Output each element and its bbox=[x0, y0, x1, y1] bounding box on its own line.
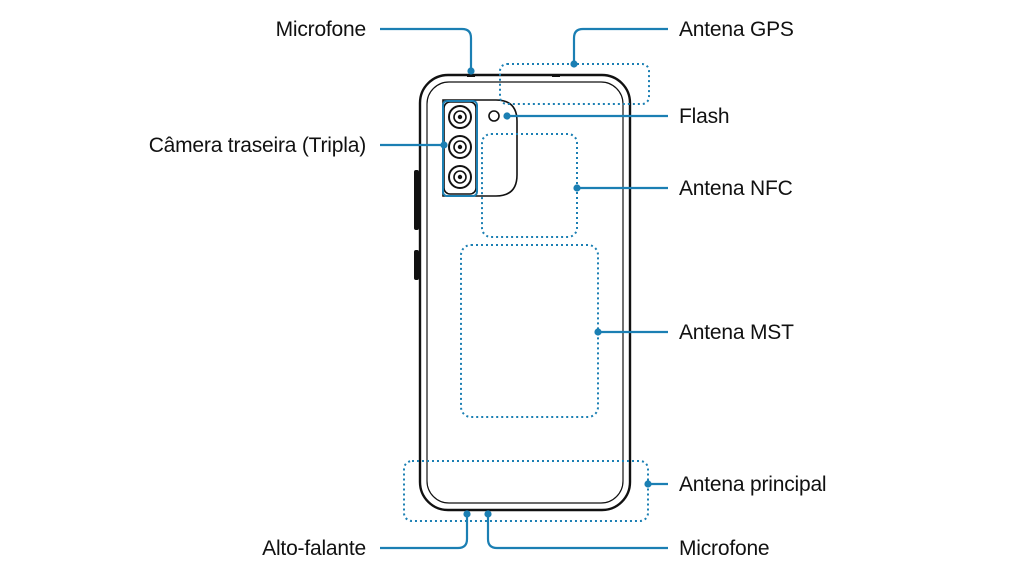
leader-gps bbox=[572, 27, 668, 64]
camera-module-housing bbox=[442, 99, 518, 197]
leader-mic-bottom bbox=[486, 515, 668, 550]
label-flash: Flash bbox=[679, 105, 730, 128]
leader-lines bbox=[380, 27, 668, 550]
power-button bbox=[414, 250, 419, 280]
antenna-regions bbox=[403, 63, 650, 522]
dot-mst bbox=[594, 328, 602, 336]
leader-speaker bbox=[380, 515, 469, 550]
camera-lens-2-ring bbox=[448, 135, 472, 159]
dot-flash bbox=[503, 112, 511, 120]
camera-lens-1-core bbox=[457, 114, 463, 120]
leader-mic-top bbox=[380, 27, 473, 70]
volume-button bbox=[414, 170, 419, 230]
leader-dots bbox=[440, 60, 652, 518]
camera-lens-2-core bbox=[457, 144, 463, 150]
label-main-antenna: Antena principal bbox=[679, 473, 827, 496]
label-gps-antenna: Antena GPS bbox=[679, 18, 794, 41]
label-rear-camera: Câmera traseira (Tripla) bbox=[148, 134, 367, 157]
dot-main-antenna bbox=[644, 480, 652, 488]
label-speaker: Alto-falante bbox=[262, 537, 366, 560]
label-mst-antenna: Antena MST bbox=[679, 321, 794, 344]
label-microphone-bottom: Microfone bbox=[679, 537, 770, 560]
dot-gps bbox=[570, 60, 578, 68]
camera-lens-1-ring bbox=[448, 105, 472, 129]
phone-inner-outline bbox=[426, 81, 624, 504]
label-microphone-top: Microfone bbox=[275, 18, 367, 41]
nfc-antenna-region bbox=[481, 133, 578, 238]
dot-mic-bottom bbox=[484, 510, 492, 518]
dot-camera bbox=[440, 141, 448, 149]
camera-lens-3-inner bbox=[453, 170, 467, 184]
camera-lens-1-inner bbox=[453, 110, 467, 124]
dot-nfc bbox=[573, 184, 581, 192]
label-nfc-antenna: Antena NFC bbox=[679, 177, 793, 200]
main-antenna-region bbox=[403, 460, 649, 522]
phone-outer-outline bbox=[418, 73, 632, 512]
gps-antenna-region bbox=[499, 63, 650, 105]
flash-lamp bbox=[488, 110, 500, 122]
camera-lens-2-inner bbox=[453, 140, 467, 154]
dot-mic-top bbox=[467, 67, 475, 75]
camera-lens-3-ring bbox=[448, 165, 472, 189]
camera-lens-3-core bbox=[457, 174, 463, 180]
mst-antenna-region bbox=[460, 244, 599, 418]
dot-speaker bbox=[463, 510, 471, 518]
camera-highlight-region bbox=[442, 100, 478, 197]
